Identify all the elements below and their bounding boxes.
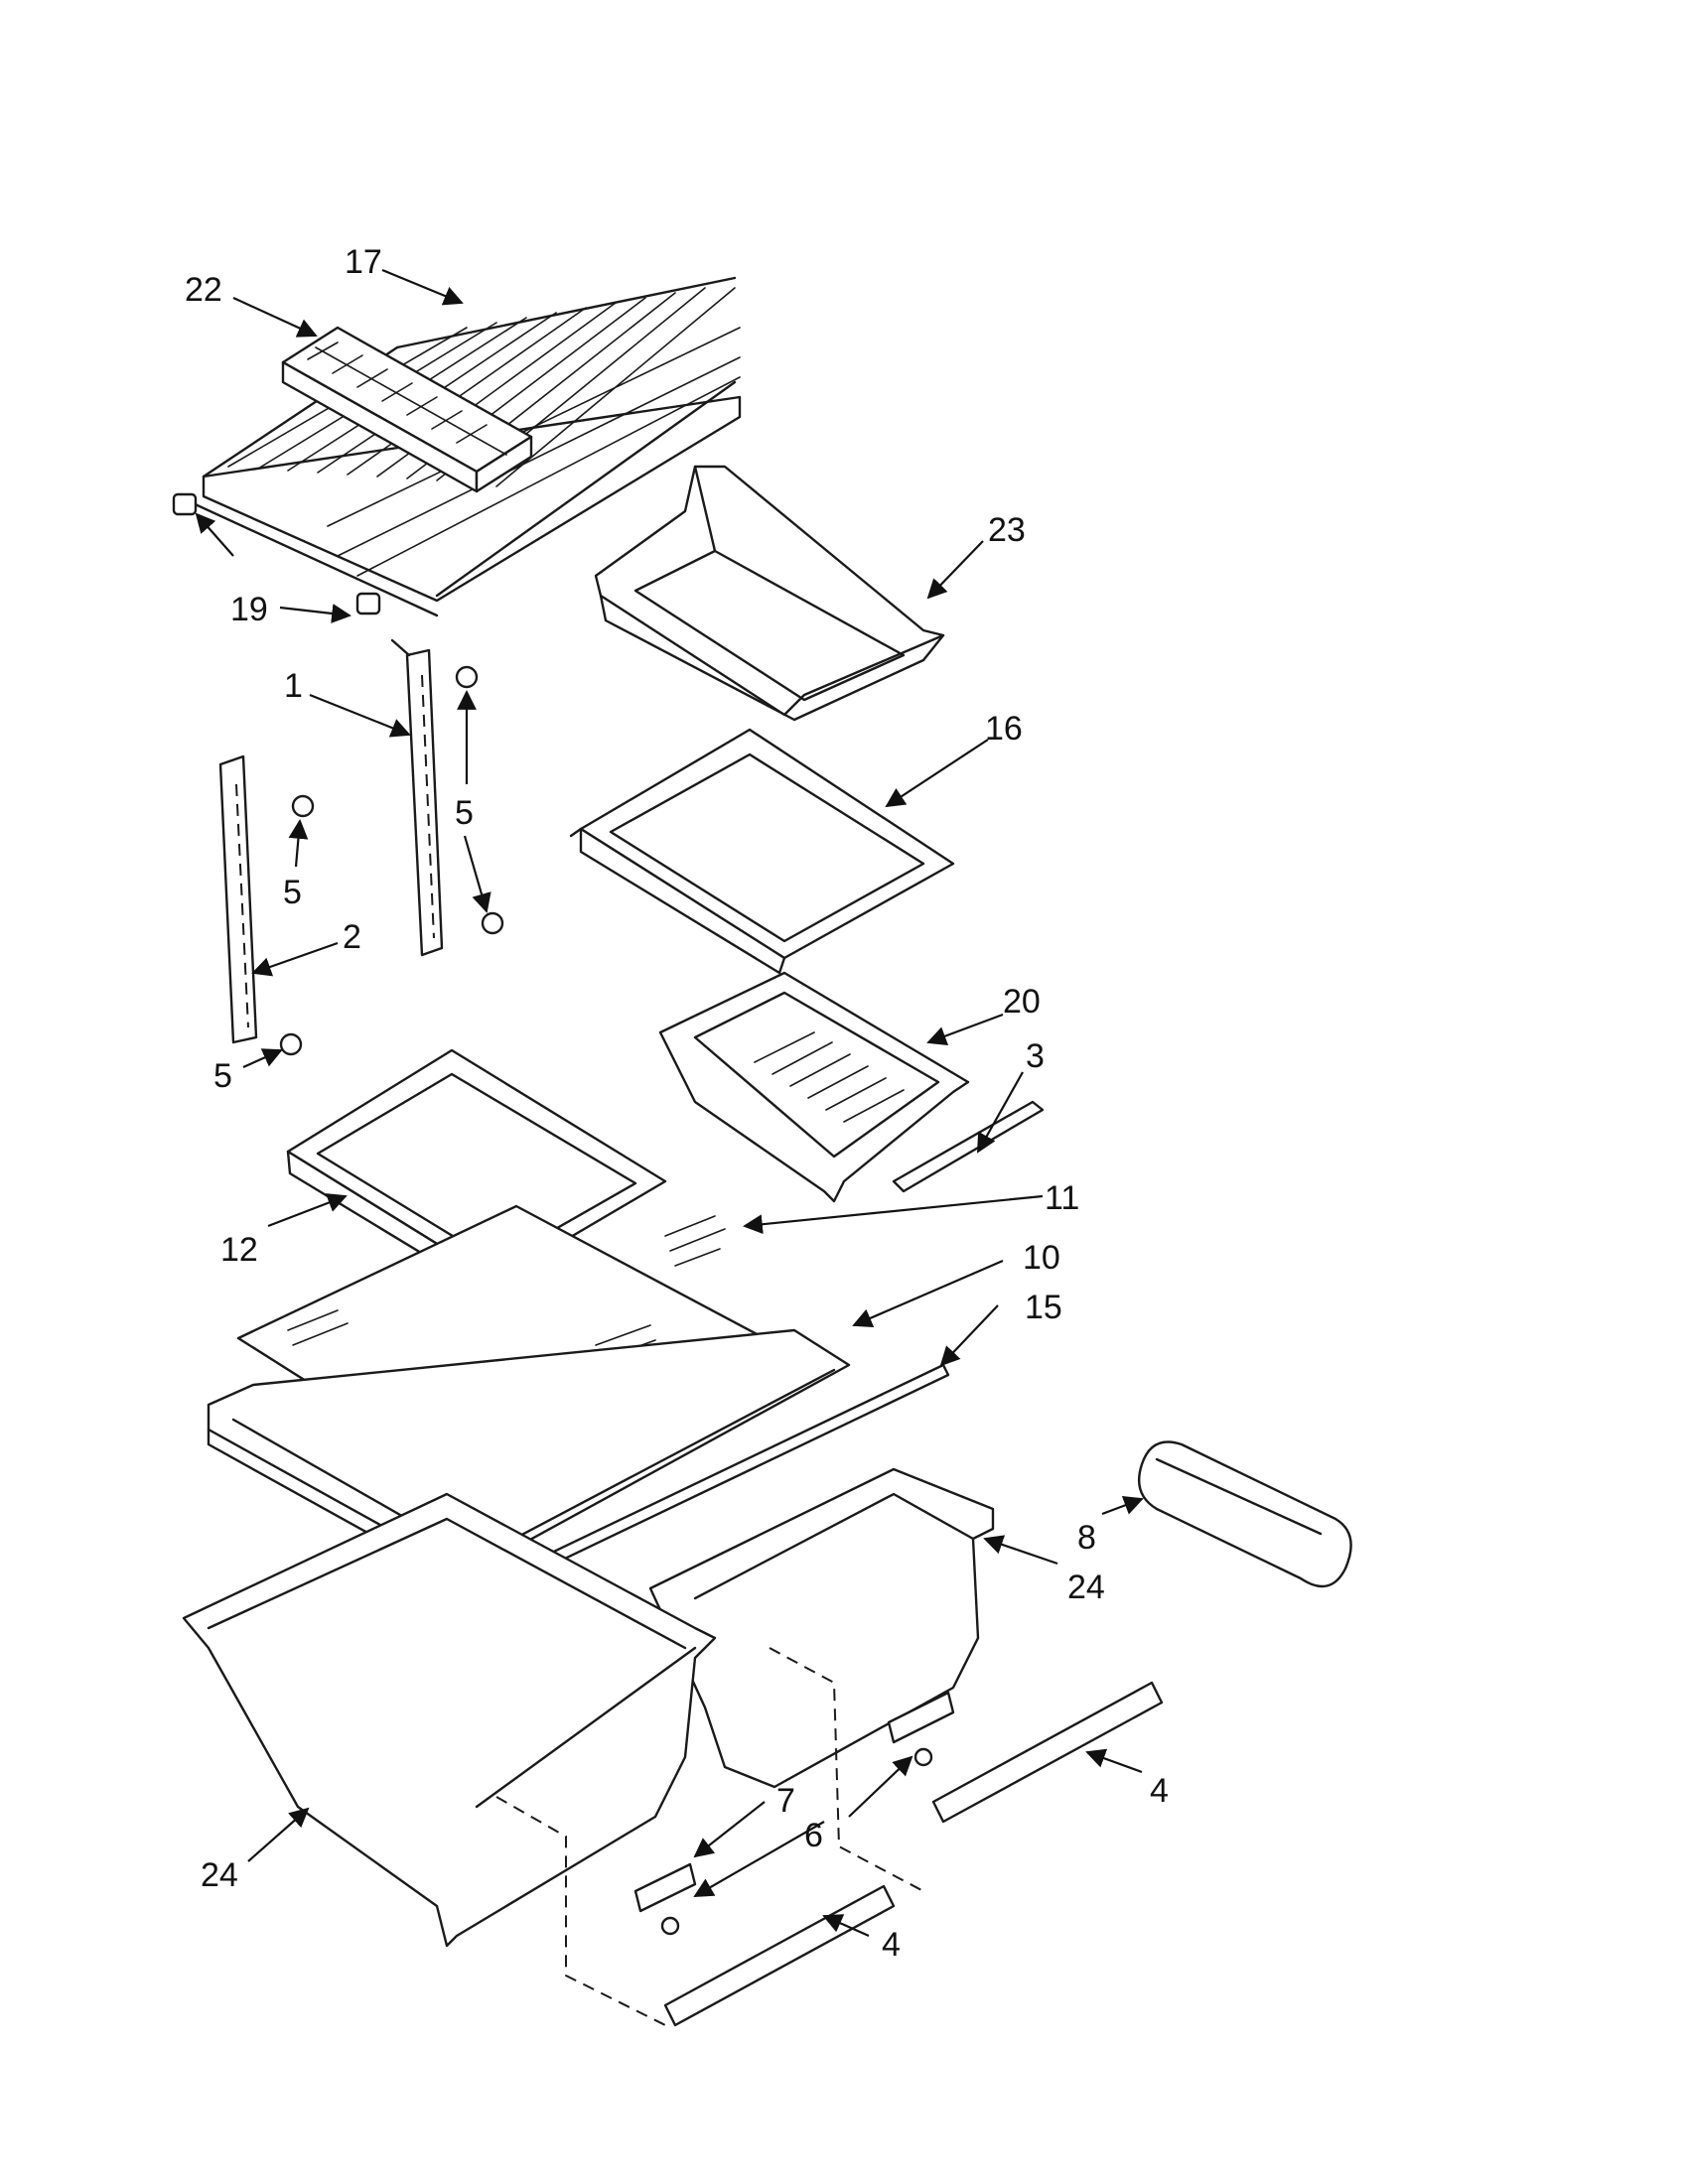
callout-5-upper: 5: [455, 794, 474, 832]
callout-8: 8: [1077, 1519, 1096, 1557]
shelf-frame: [207, 1328, 851, 1595]
callout-20: 20: [1003, 983, 1041, 1021]
callout-16: 16: [985, 710, 1023, 748]
callout-17: 17: [345, 243, 382, 281]
leader-lines: [195, 268, 1144, 1938]
dairy-door-cover: [1137, 1440, 1352, 1588]
callout-10: 10: [1023, 1239, 1060, 1277]
callout-24-left: 24: [201, 1856, 238, 1894]
callout-6: 6: [804, 1817, 823, 1854]
callout-7: 7: [776, 1782, 795, 1820]
callout-11: 11: [1045, 1179, 1079, 1217]
callout-labels: 17 22 23 19 1 16 5 5 2 20 3 5 11 12 10 1…: [185, 243, 1169, 1964]
drawer-trim: [892, 1100, 1045, 1193]
assembly-lines: [495, 1647, 924, 2026]
callout-3: 3: [1026, 1037, 1045, 1075]
callout-5-left: 5: [283, 874, 302, 911]
callout-23: 23: [988, 511, 1026, 549]
ice-cube-tray: [281, 326, 533, 493]
freezer-bin: [594, 465, 945, 722]
callout-15: 15: [1025, 1289, 1062, 1326]
callout-1: 1: [284, 667, 303, 705]
callout-5-lower: 5: [213, 1057, 232, 1095]
screws: [279, 665, 504, 1056]
callout-4-left: 4: [882, 1926, 901, 1964]
meat-drawer: [658, 971, 970, 1203]
callout-24-right: 24: [1067, 1569, 1105, 1606]
crisper-drawer-right: [648, 1467, 995, 1789]
callout-4-right: 4: [1150, 1772, 1169, 1810]
callout-22: 22: [185, 271, 222, 309]
callout-12: 12: [220, 1231, 258, 1269]
crisper-drawer-left: [182, 1492, 717, 1948]
callout-19: 19: [230, 591, 268, 628]
shelf-ladder-right: [390, 638, 444, 957]
shelf-ladder-left: [218, 754, 258, 1044]
crisper-cover-upper: [569, 728, 955, 975]
callout-2: 2: [343, 918, 361, 956]
shelf-bushings: [172, 492, 381, 615]
